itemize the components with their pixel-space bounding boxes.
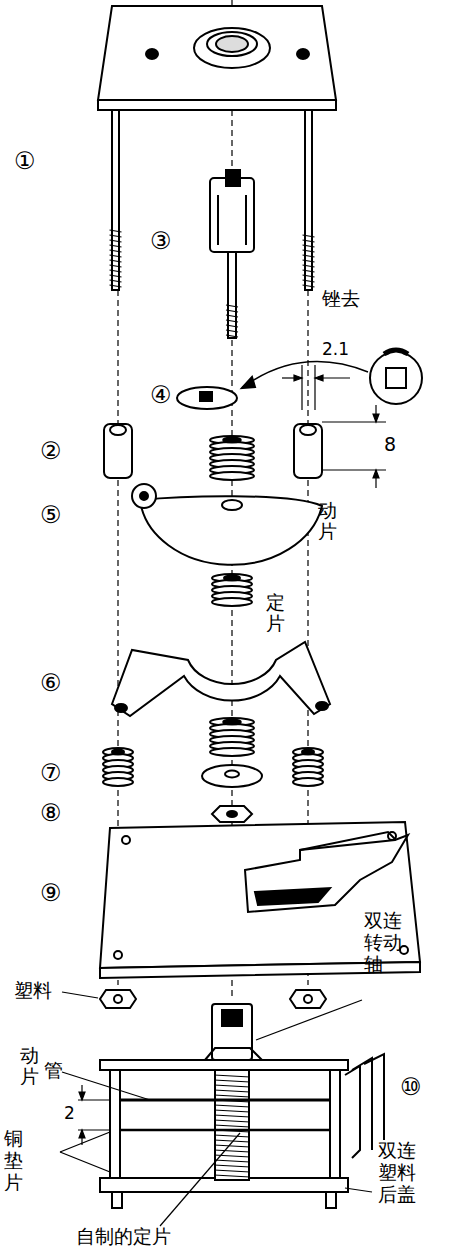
part-label: 双连塑料后盖 [378, 1140, 422, 1206]
thread-line [226, 305, 238, 307]
thread-line [214, 1105, 250, 1107]
part-label: 管 [44, 1060, 63, 1082]
thread-line [226, 330, 238, 332]
thread-line [214, 1140, 250, 1142]
thread-line [214, 1115, 250, 1117]
thread-line [110, 280, 122, 282]
spring-hole [223, 720, 241, 725]
twin-gang-assembly [100, 1004, 384, 1208]
callout-number: ⑥ [40, 670, 62, 698]
thread-line [110, 250, 122, 252]
thread-line [214, 1080, 250, 1082]
thread-line [226, 335, 238, 337]
square-washer [177, 350, 422, 409]
thread-line [214, 1150, 250, 1152]
thread-line [226, 310, 238, 312]
thread-line [214, 1160, 250, 1162]
thread-line [303, 245, 315, 247]
thread-line [110, 275, 122, 277]
leader-lines [60, 992, 372, 1226]
top-bracket [98, 6, 336, 290]
thread-line [110, 265, 122, 267]
thread-line [214, 1165, 250, 1167]
thread-line [214, 1145, 250, 1147]
stator-plate [112, 642, 330, 716]
thread-line [214, 1120, 250, 1122]
thread-line [303, 285, 315, 287]
thread-line [110, 240, 122, 242]
part-label: 自制的定片 [76, 1226, 171, 1248]
thread-line [110, 285, 122, 287]
part-label: 锉去 [322, 288, 360, 310]
base-plate [100, 822, 420, 978]
thread-line [110, 245, 122, 247]
part-label: 2.1 [322, 340, 349, 360]
callout-number: ⑤ [40, 502, 62, 530]
thread-line [214, 1125, 250, 1127]
callout-number: ⑧ [40, 800, 62, 828]
thread-line [110, 270, 122, 272]
thread-line [110, 235, 122, 237]
thread-line [303, 250, 315, 252]
spring-turn [212, 598, 252, 606]
rotor-plate [132, 484, 322, 565]
part-label: 定片 [266, 592, 285, 634]
part-label: 动片 [20, 1045, 39, 1087]
thread-line [214, 1170, 250, 1172]
thread-line [110, 260, 122, 262]
spacer-tubes [104, 424, 322, 478]
thread-line [214, 1175, 250, 1177]
thread-line [303, 235, 315, 237]
thread-line [303, 270, 315, 272]
rotor-shaft [210, 170, 254, 338]
spring-hole [223, 438, 241, 443]
thread-line [226, 315, 238, 317]
spring-turn [210, 472, 254, 480]
thread-line [303, 255, 315, 257]
part-label: 2 [64, 1104, 75, 1124]
thread-line [214, 1155, 250, 1157]
thread-line [303, 280, 315, 282]
spring-turn [210, 748, 254, 756]
spring-hole [224, 576, 240, 581]
spring-hole [112, 750, 124, 755]
part-label: 塑料 [14, 980, 52, 1002]
thread-line [214, 1130, 250, 1132]
callout-number: ⑩ [400, 1074, 422, 1102]
thread-line [214, 1075, 250, 1077]
callout-number: ③ [150, 228, 172, 256]
part-label: 动片 [318, 500, 337, 542]
part-label: 8 [384, 434, 396, 456]
thread-line [303, 240, 315, 242]
thread-line [226, 325, 238, 327]
spring-coils [103, 436, 323, 786]
spring-hole [302, 750, 314, 755]
thread-line [303, 260, 315, 262]
part-label: 铜垫片 [4, 1128, 26, 1194]
thread-line [214, 1135, 250, 1137]
thread-line [214, 1100, 250, 1102]
thread-line [303, 275, 315, 277]
spring-turn [103, 778, 133, 786]
thread-line [110, 230, 122, 232]
thread-line [214, 1085, 250, 1087]
thread-line [214, 1090, 250, 1092]
spring-turn [293, 778, 323, 786]
callout-number: ① [14, 148, 36, 176]
dimension-lines [78, 365, 386, 1145]
thread-line [214, 1095, 250, 1097]
callout-number: ⑦ [40, 760, 62, 788]
callout-number: ⑨ [40, 880, 62, 908]
thread-line [303, 265, 315, 267]
callout-number: ② [40, 438, 62, 466]
thread-line [110, 255, 122, 257]
thread-line [226, 320, 238, 322]
part-label: 双连转动轴 [364, 910, 408, 976]
thread-line [214, 1110, 250, 1112]
callout-number: ④ [150, 382, 172, 410]
washer-nut [202, 765, 262, 822]
